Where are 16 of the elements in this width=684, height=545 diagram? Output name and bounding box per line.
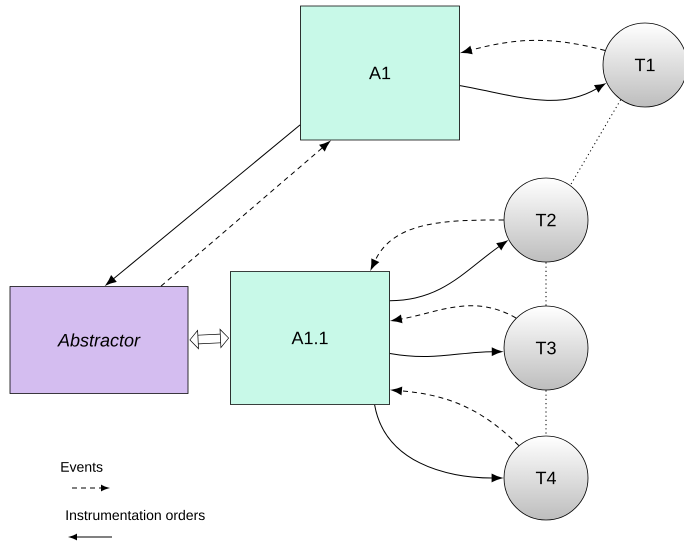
process-box: A1.1 xyxy=(230,271,390,405)
dashed-arrow xyxy=(160,141,330,287)
dashed-arrow xyxy=(391,305,517,324)
dashed-arrow xyxy=(391,386,520,446)
dashed-arrow xyxy=(461,40,606,54)
process-box: A1 xyxy=(300,6,460,140)
arrow xyxy=(106,124,301,286)
legend-label: Events xyxy=(61,462,102,472)
arrow xyxy=(389,240,508,302)
arrow xyxy=(459,83,606,101)
process-box: Abstractor xyxy=(10,286,188,394)
legend-label: Instrumentation orders xyxy=(66,510,205,520)
dotted-line xyxy=(570,99,622,186)
dashed-arrow xyxy=(370,220,504,270)
arrow xyxy=(389,348,502,357)
arrow xyxy=(374,404,502,482)
